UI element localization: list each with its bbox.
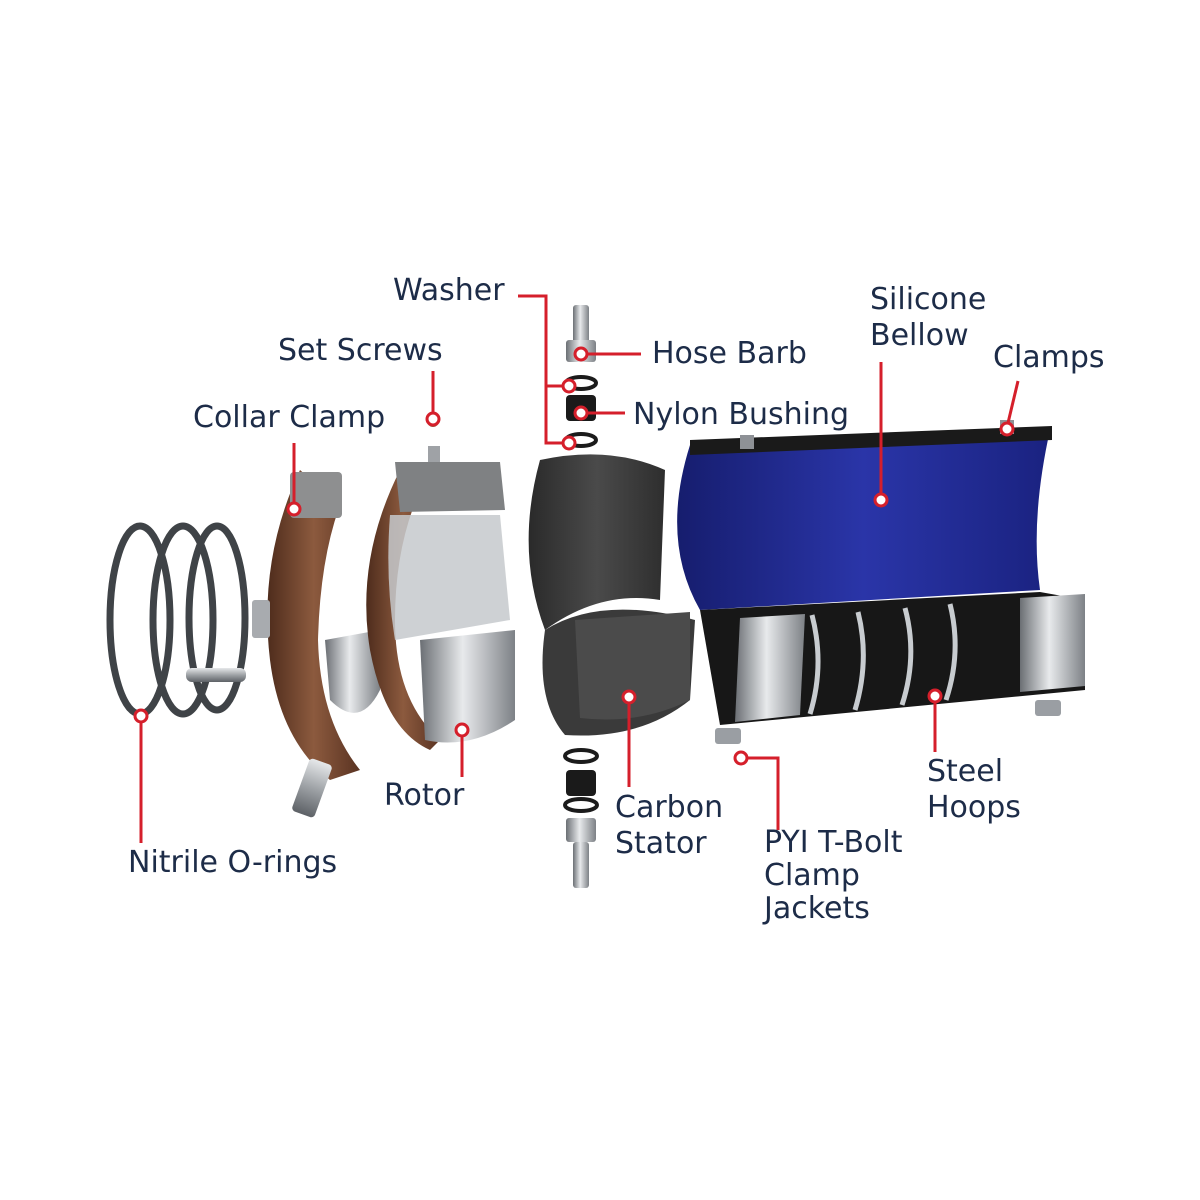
nitrile-orings-label: Nitrile O-rings xyxy=(128,845,338,880)
leader-lines xyxy=(139,294,1020,843)
nitrile-orings-illustration xyxy=(106,522,249,718)
steel-hoops-label-line-2: Hoops xyxy=(927,790,1021,825)
carbon-stator-illustration xyxy=(528,454,695,736)
hose-barb-label: Hose Barb xyxy=(652,336,807,371)
set-screws-label: Set Screws xyxy=(278,333,443,368)
pyi-tbolt-clamp-jackets-label: PYI T-Bolt Clamp Jackets xyxy=(764,826,903,925)
collar-clamp-illustration xyxy=(252,470,380,818)
steel-hoops-label-line-1: Steel xyxy=(927,754,1004,789)
pyi-tbolt-label-line-2: Clamp xyxy=(764,858,860,893)
clamps-label: Clamps xyxy=(993,340,1105,375)
rotor-label: Rotor xyxy=(384,778,465,813)
carbon-stator-label-line-1: Carbon xyxy=(615,790,724,825)
rotor-illustration xyxy=(366,415,515,750)
pyi-tbolt-label-line-3: Jackets xyxy=(764,891,870,926)
silicone-bellow-label-line-1: Silicone xyxy=(870,282,987,317)
nylon-bushing-label: Nylon Bushing xyxy=(633,397,850,432)
steel-hoops-label: Steel Hoops xyxy=(927,754,1021,826)
leader-markers xyxy=(133,346,1015,766)
collar-clamp-label: Collar Clamp xyxy=(193,400,386,435)
pin-illustration xyxy=(186,668,246,682)
top-fitting-illustration xyxy=(564,305,598,448)
carbon-stator-label-line-2: Stator xyxy=(615,826,707,861)
silicone-bellow-label-line-2: Bellow xyxy=(870,318,969,353)
bottom-fitting-illustration xyxy=(563,748,599,888)
pyi-tbolt-label-line-1: PYI T-Bolt xyxy=(764,825,903,860)
silicone-bellow-illustration xyxy=(677,420,1085,744)
silicone-bellow-label: Silicone Bellow xyxy=(870,282,986,354)
carbon-stator-label: Carbon Stator xyxy=(615,790,723,862)
washer-label: Washer xyxy=(393,273,505,308)
